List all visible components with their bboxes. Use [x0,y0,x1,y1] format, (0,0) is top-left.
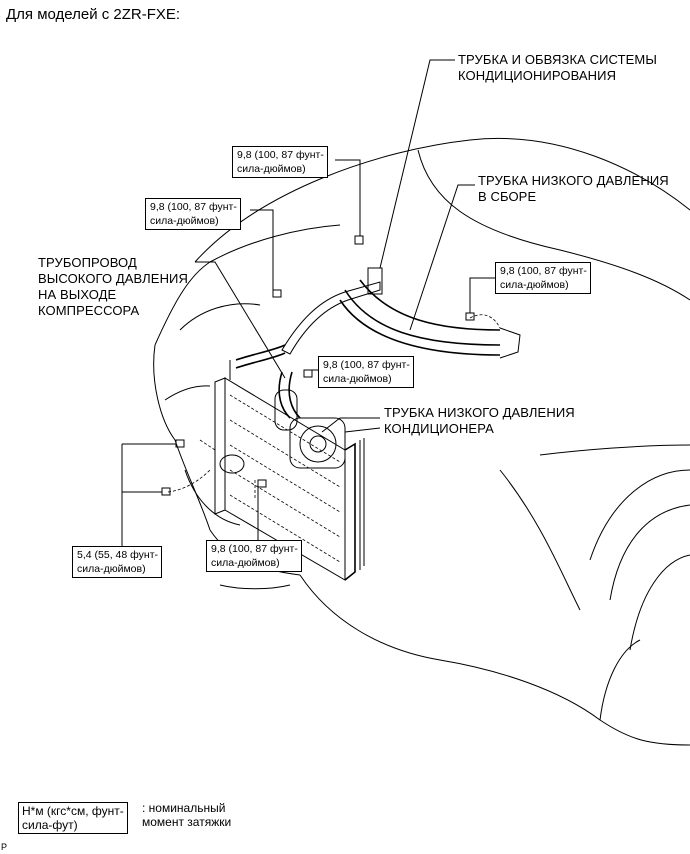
legend-unit-box: Н*м (кгс*см, фунт- сила-фут) [18,802,128,834]
label-suction-hose-assy: ТРУБКА НИЗКОГО ДАВЛЕНИЯ В СБОРЕ [478,173,669,205]
torque-box-1: 9,8 (100, 87 фунт- сила-дюймов) [232,146,328,178]
compressor [219,389,346,474]
legend-description-text: : номинальный момент затяжки [142,801,232,829]
torque-text-1: 9,8 (100, 87 фунт- сила-дюймов) [237,149,324,175]
page-title: Для моделей с 2ZR-FXE: [6,6,181,23]
label-ac-tube-and-accessory: ТРУБКА И ОБВЯЗКА СИСТЕМЫ КОНДИЦИОНИРОВАН… [458,52,657,84]
torque-box-6: 5,4 (55, 48 фунт- сила-дюймов) [72,546,162,578]
condenser [214,377,365,581]
torque-box-3: 9,8 (100, 87 фунт- сила-дюймов) [495,262,591,294]
torque-text-4: 9,8 (100, 87 фунт- сила-дюймов) [323,359,410,385]
label-discharge-hose: ТРУБОПРОВОД ВЫСОКОГО ДАВЛЕНИЯ НА ВЫХОДЕ … [38,255,188,319]
label-ac-suction-tube: ТРУБКА НИЗКОГО ДАВЛЕНИЯ КОНДИЦИОНЕРА [384,405,575,437]
ac-pipes [167,267,521,500]
label-discharge-hose-text: ТРУБОПРОВОД ВЫСОКОГО ДАВЛЕНИЯ НА ВЫХОДЕ … [38,255,188,318]
legend-unit-text: Н*м (кгс*см, фунт- сила-фут) [22,804,124,832]
torque-text-3: 9,8 (100, 87 фунт- сила-дюймов) [500,265,587,291]
torque-text-2: 9,8 (100, 87 фунт- сила-дюймов) [150,201,237,227]
legend-description: : номинальный момент затяжки [142,801,231,829]
torque-box-5: 9,8 (100, 87 фунт- сила-дюймов) [206,540,302,572]
torque-box-4: 9,8 (100, 87 фунт- сила-дюймов) [318,356,414,388]
bolts [161,235,475,496]
torque-text-6: 5,4 (55, 48 фунт- сила-дюймов) [77,549,158,575]
label-suction-hose-assy-text: ТРУБКА НИЗКОГО ДАВЛЕНИЯ В СБОРЕ [478,173,669,204]
label-ac-suction-tube-text: ТРУБКА НИЗКОГО ДАВЛЕНИЯ КОНДИЦИОНЕРА [384,405,575,436]
torque-text-5: 9,8 (100, 87 фунт- сила-дюймов) [211,543,298,569]
torque-box-2: 9,8 (100, 87 фунт- сила-дюймов) [145,198,241,230]
label-ac-tube-and-accessory-text: ТРУБКА И ОБВЯЗКА СИСТЕМЫ КОНДИЦИОНИРОВАН… [458,52,657,83]
figure-code: P [1,842,8,852]
leader-lines [121,59,498,548]
car-body-outline [153,137,690,746]
